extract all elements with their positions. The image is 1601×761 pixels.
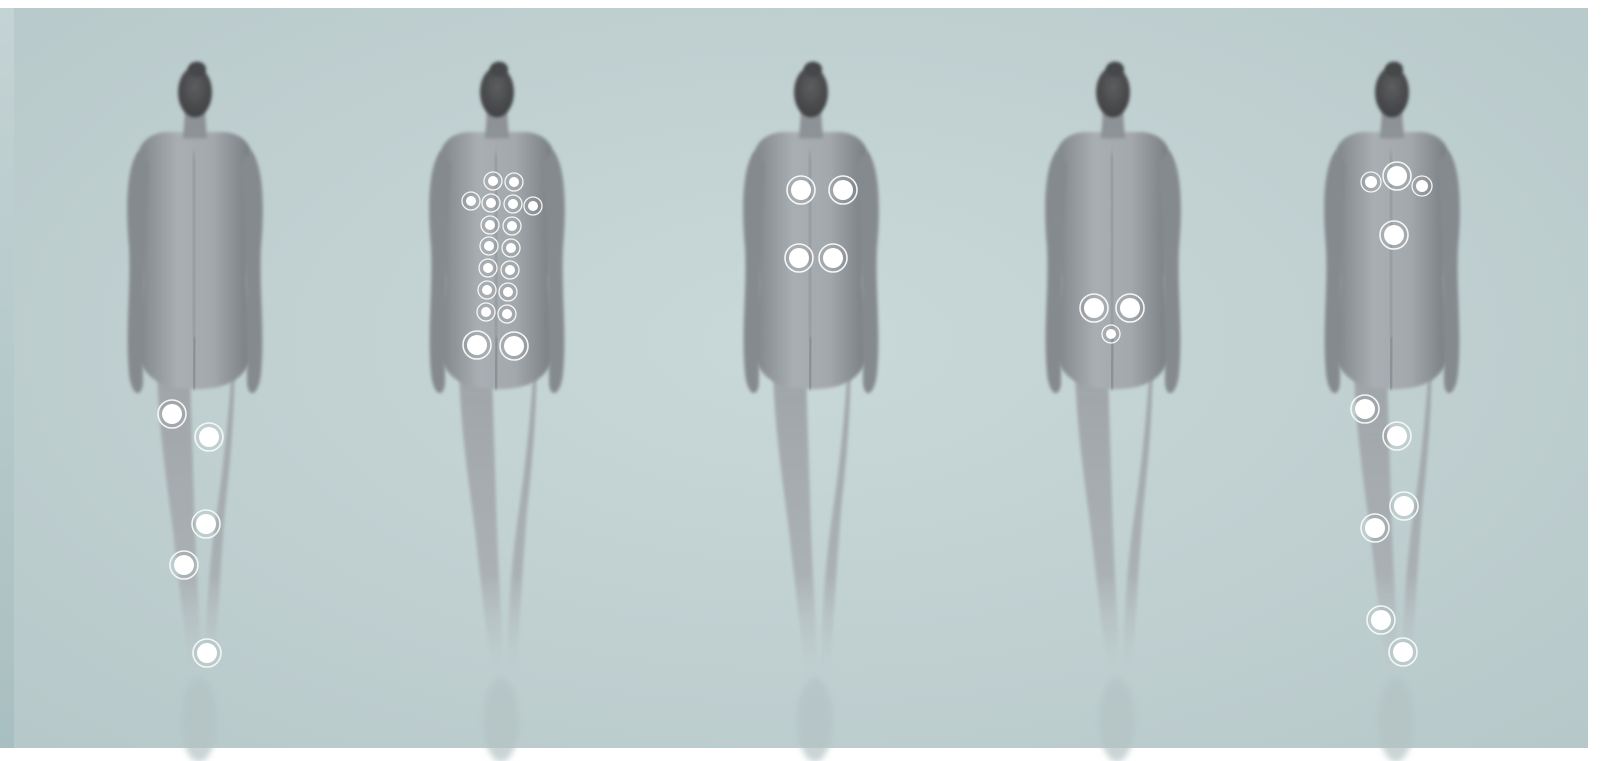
figure-2-marker-17 (463, 331, 491, 359)
marker-dot (504, 336, 524, 356)
marker-dot (162, 404, 182, 424)
marker-dot (199, 427, 219, 447)
figure-2-marker-18 (500, 332, 528, 360)
figure-5-marker-2 (1383, 162, 1411, 190)
figure-1-marker-2 (195, 423, 223, 451)
figure-5-marker-7 (1390, 492, 1418, 520)
figure-5-marker-5 (1351, 395, 1379, 423)
marker-dot (506, 243, 516, 253)
marker-dot (1355, 399, 1375, 419)
marker-dot (508, 199, 518, 209)
marker-dot (833, 180, 853, 200)
marker-dot (1365, 518, 1385, 538)
marker-dot (484, 241, 494, 251)
figure-3-marker-2 (829, 176, 857, 204)
marker-dot (1394, 496, 1414, 516)
figure-5-marker-6 (1383, 422, 1411, 450)
marker-dot (196, 514, 216, 534)
marker-dot (466, 196, 476, 206)
marker-dot (507, 221, 517, 231)
marker-dot (482, 285, 492, 295)
figure-2 (429, 62, 565, 761)
figure-5-marker-4 (1380, 221, 1408, 249)
marker-dot (1384, 225, 1404, 245)
marker-dot (1393, 642, 1413, 662)
marker-dot (485, 220, 495, 230)
marker-dot (467, 335, 487, 355)
marker-dot (1387, 166, 1407, 186)
marker-dot (174, 555, 194, 575)
marker-dot (789, 248, 809, 268)
marker-dot (488, 176, 498, 186)
figure-5-marker-9 (1367, 606, 1395, 634)
marker-dot (1106, 329, 1116, 339)
marker-dot (503, 287, 513, 297)
marker-dot (1365, 176, 1377, 188)
marker-dot (528, 201, 538, 211)
figure-1-marker-5 (193, 639, 221, 667)
marker-dot (1416, 180, 1428, 192)
figure-1-marker-4 (170, 551, 198, 579)
figure-3-marker-3 (785, 244, 813, 272)
marker-dot (1084, 298, 1104, 318)
marker-dot (505, 265, 515, 275)
marker-dot (502, 309, 512, 319)
marker-dot (486, 198, 496, 208)
marker-dot (509, 177, 519, 187)
marker-dot (197, 643, 217, 663)
figure-1-marker-1 (158, 400, 186, 428)
figure-5-marker-10 (1389, 638, 1417, 666)
marker-dot (483, 263, 493, 273)
marker-dot (1387, 426, 1407, 446)
figure-4-marker-2 (1116, 294, 1144, 322)
marker-dot (823, 248, 843, 268)
marker-dot (1371, 610, 1391, 630)
figure-4-marker-1 (1080, 294, 1108, 322)
marker-dot (791, 180, 811, 200)
figure-1-marker-3 (192, 510, 220, 538)
figure-4 (1045, 62, 1181, 761)
figure-3 (743, 62, 879, 761)
figure-1 (127, 62, 263, 761)
marker-dot (481, 307, 491, 317)
marker-dot (1120, 298, 1140, 318)
figure-5 (1324, 62, 1460, 761)
figure-3-marker-1 (787, 176, 815, 204)
figure-5-marker-8 (1361, 514, 1389, 542)
figure-3-marker-4 (819, 244, 847, 272)
